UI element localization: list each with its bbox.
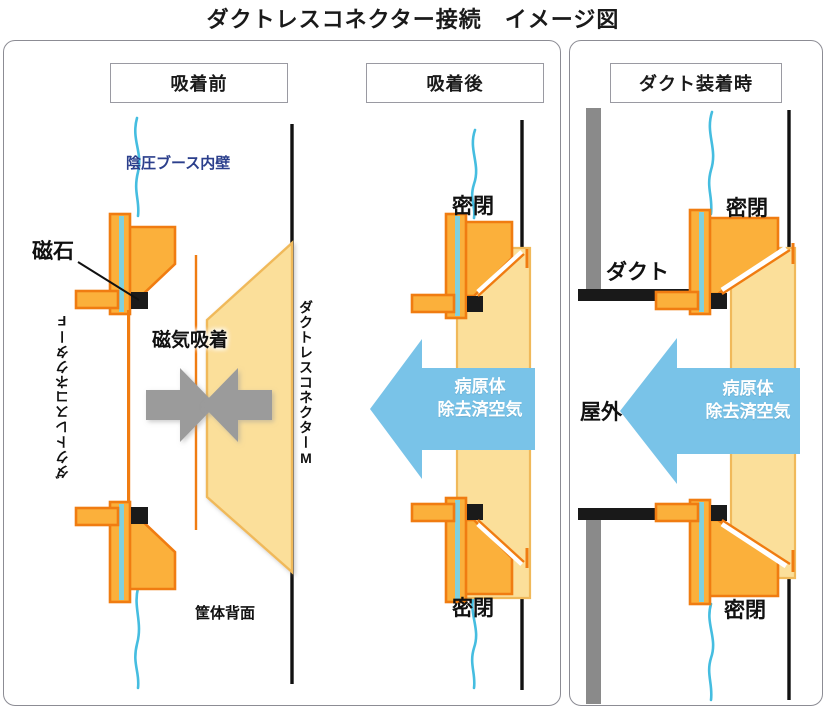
label-housing-back: 筐体背面 [195,605,256,622]
label-connector-m: ダクトレスコネクターM [298,300,314,467]
page-title: ダクトレスコネクター接続 イメージ図 [206,7,620,32]
label-sealed-after-top: 密閉 [452,195,494,218]
label-magnetic-attraction: 磁気吸着 [152,330,229,351]
label-outdoor: 屋外 [580,401,622,424]
panel-duct-installed [569,40,823,706]
label-clean-air-duct: 病原体 除去済空気 [705,379,791,421]
label-connector-f: ダクトレスコネクターF [54,312,70,479]
panel-header-duct: ダクト装着時 [610,63,782,103]
label-clean-air-after: 病原体 除去済空気 [437,377,523,419]
label-sealed-duct-top: 密閉 [726,197,768,220]
label-sealed-duct-bottom: 密閉 [724,599,766,622]
panel-header-before: 吸着前 [110,63,288,103]
label-sealed-after-bottom: 密閉 [452,597,494,620]
label-magnet: 磁石 [32,240,74,263]
panel-header-after: 吸着後 [366,63,544,103]
label-booth-wall: 陰圧ブース内壁 [126,155,231,172]
label-duct: ダクト [606,261,669,284]
